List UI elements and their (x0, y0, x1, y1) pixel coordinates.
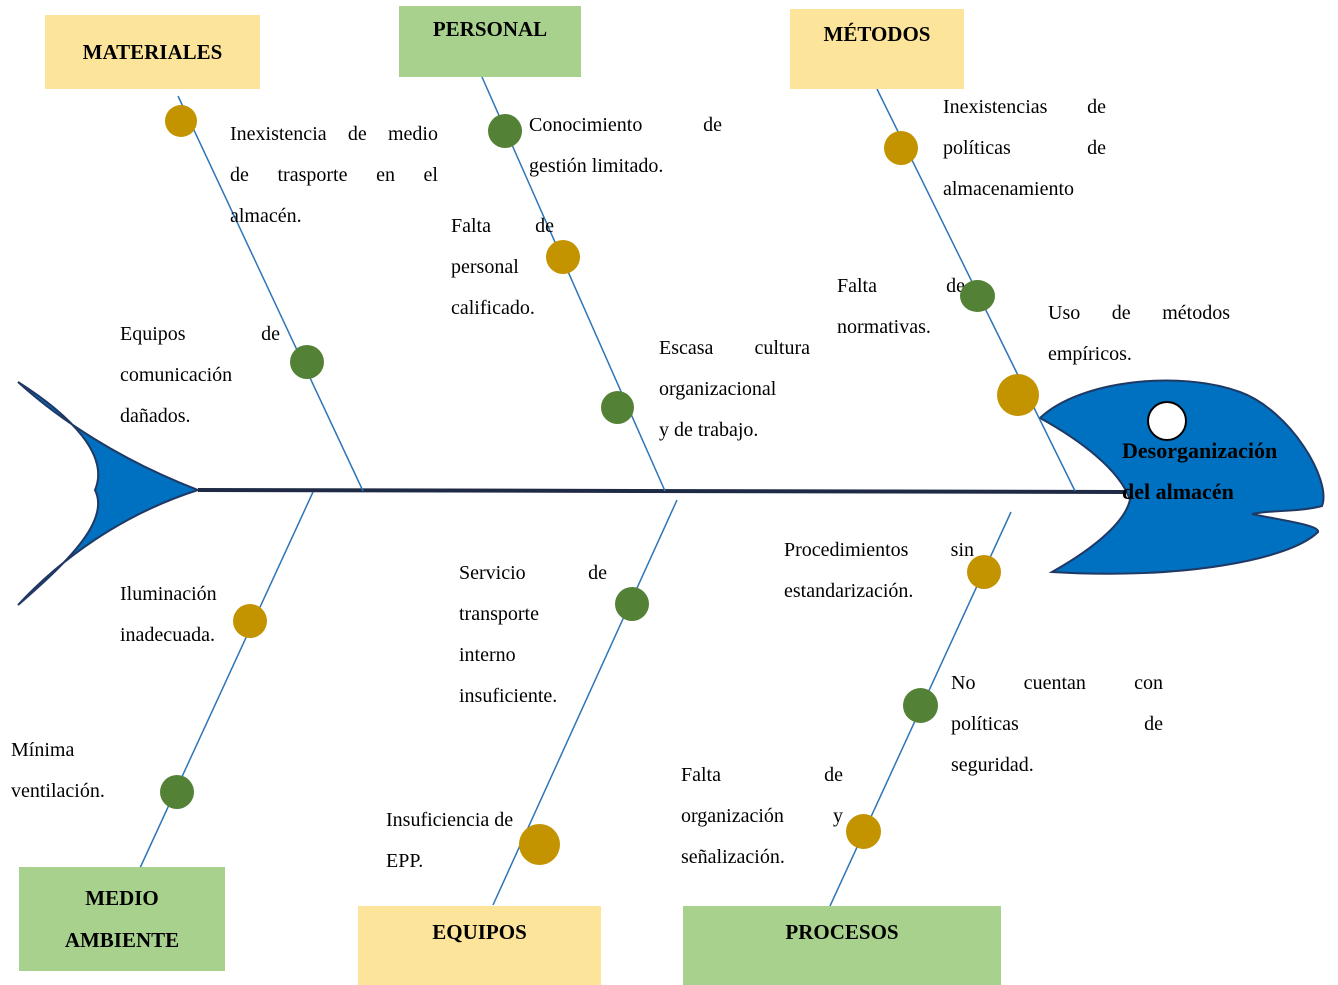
cause-personal-2: Falta de personal calificado. (451, 206, 554, 329)
cause-line: Falta de (837, 275, 965, 297)
cause-line: Insuficiencia de (386, 809, 514, 831)
category-metodos-label: MÉTODOS (823, 22, 931, 46)
cause-line: organizacional (659, 378, 777, 400)
cause-line: almacenamiento (943, 178, 1075, 200)
cause-metodos-1: Inexistencias de políticas de almacenami… (943, 87, 1106, 210)
fish-eye (1147, 401, 1187, 441)
cause-marker-green (290, 345, 324, 379)
cause-line: No cuentan con (951, 672, 1163, 694)
category-materiales: MATERIALES (45, 15, 260, 89)
cause-line: empíricos. (1048, 343, 1132, 365)
cause-line: gestión limitado. (529, 155, 664, 177)
problem-line-1: Desorganización (1122, 438, 1278, 463)
cause-procesos-3: Falta de organización y señalización. (681, 755, 843, 878)
cause-line: políticas de (951, 713, 1163, 735)
cause-line: normativas. (837, 316, 931, 338)
cause-line: políticas de (943, 137, 1106, 159)
cause-line: señalización. (681, 846, 785, 868)
cause-line: dañados. (120, 405, 191, 427)
cause-equipos-1: Servicio de transporte interno insuficie… (459, 553, 607, 717)
cause-marker-gold (165, 105, 197, 137)
cause-line: Iluminación (120, 583, 217, 605)
cause-line: almacén. (230, 205, 302, 227)
cause-marker-green (488, 114, 522, 148)
problem-line-2: del almacén (1122, 479, 1234, 504)
cause-line: Equipos de (120, 323, 280, 345)
cause-line: Inexistencias de (943, 96, 1106, 118)
cause-marker-green (615, 587, 649, 621)
cause-marker-gold (884, 131, 918, 165)
fish-tail (17, 381, 202, 606)
cause-line: de trasporte en el (230, 164, 438, 186)
cause-personal-1: Conocimiento de gestión limitado. (529, 105, 722, 187)
cause-marker-gold (997, 374, 1039, 416)
cause-line: Mínima (11, 739, 75, 761)
cause-marker-green (160, 775, 194, 809)
cause-metodos-3: Uso de métodos empíricos. (1048, 293, 1230, 375)
cause-line: EPP. (386, 850, 424, 872)
cause-marker-gold (967, 555, 1001, 589)
cause-line: Servicio de (459, 562, 607, 584)
category-materiales-label: MATERIALES (82, 40, 223, 64)
cause-procesos-1: Procedimientos sin estandarización. (784, 530, 974, 612)
cause-line: comunicación (120, 364, 233, 386)
cause-line: Uso de métodos (1048, 302, 1230, 324)
cause-marker-gold (546, 240, 580, 274)
cause-metodos-2: Falta de normativas. (837, 266, 965, 348)
cause-medio-ambiente-2: Mínima ventilación. (11, 730, 141, 812)
category-medio-ambiente-line2: AMBIENTE (64, 928, 180, 952)
bone-materiales (177, 95, 364, 492)
cause-line: Falta de (451, 215, 554, 237)
cause-line: calificado. (451, 297, 535, 319)
cause-line: Inexistencia de medio (230, 123, 438, 145)
category-personal: PERSONAL (399, 6, 581, 77)
cause-line: estandarización. (784, 580, 914, 602)
cause-line: ventilación. (11, 780, 105, 802)
cause-personal-3: Escasa cultura organizacional y de traba… (659, 328, 810, 451)
category-metodos: MÉTODOS (790, 9, 964, 89)
cause-line: insuficiente. (459, 685, 558, 707)
fish-head (1038, 379, 1325, 575)
category-equipos-label: EQUIPOS (432, 920, 527, 944)
cause-line: Procedimientos sin (784, 539, 974, 561)
cause-materiales-1: Inexistencia de medio de trasporte en el… (230, 114, 438, 237)
cause-marker-green (960, 280, 995, 312)
cause-line: inadecuada. (120, 624, 215, 646)
bone-medio-ambiente (139, 491, 314, 869)
category-procesos: PROCESOS (683, 906, 1001, 985)
cause-line: organización y (681, 805, 843, 827)
cause-line: interno (459, 644, 516, 666)
cause-line: y de trabajo. (659, 419, 759, 441)
category-procesos-label: PROCESOS (785, 920, 899, 944)
cause-marker-green (903, 688, 938, 723)
category-medio-ambiente-line1: MEDIO (85, 886, 159, 910)
cause-equipos-2: Insuficiencia de EPP. (386, 800, 546, 882)
cause-line: Conocimiento de (529, 114, 722, 136)
cause-medio-ambiente-1: Iluminación inadecuada. (120, 574, 250, 656)
cause-line: transporte (459, 603, 539, 625)
category-medio-ambiente: MEDIO AMBIENTE (19, 867, 225, 971)
cause-line: seguridad. (951, 754, 1034, 776)
cause-marker-gold (846, 814, 881, 849)
cause-materiales-2: Equipos de comunicación dañados. (120, 314, 280, 437)
cause-line: personal (451, 256, 519, 278)
cause-line: Falta de (681, 764, 843, 786)
cause-line: Escasa cultura (659, 337, 810, 359)
cause-marker-gold (233, 604, 267, 638)
category-personal-label: PERSONAL (432, 17, 548, 41)
fish-spine (197, 488, 1126, 494)
cause-marker-gold (519, 824, 560, 865)
category-equipos: EQUIPOS (358, 906, 601, 985)
cause-marker-green (601, 391, 634, 424)
problem-statement: Desorganización del almacén (1122, 430, 1277, 512)
cause-procesos-2: No cuentan con políticas de seguridad. (951, 663, 1163, 786)
